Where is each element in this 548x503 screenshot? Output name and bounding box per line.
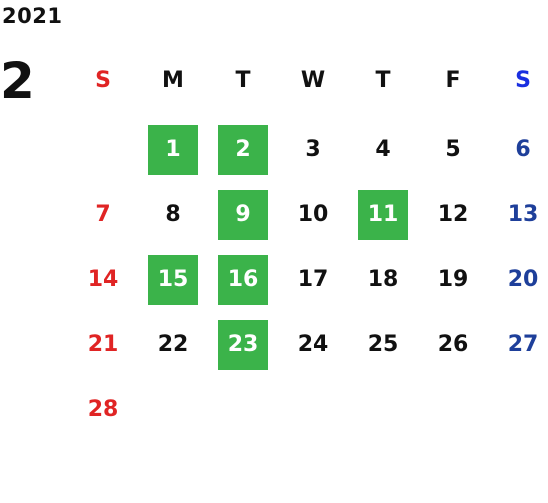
highlight-box [218,255,268,305]
day-cell[interactable]: 9 [208,190,278,240]
day-cell[interactable]: 16 [208,255,278,305]
day-number: 5 [445,137,461,162]
day-cell[interactable]: 22 [138,320,208,370]
day-number: 8 [165,202,181,227]
day-cell[interactable]: 20 [488,255,548,305]
day-number: 7 [95,202,111,227]
day-cell[interactable]: 21 [68,320,138,370]
day-cell[interactable]: 19 [418,255,488,305]
day-cell[interactable]: 11 [348,190,418,240]
weekday-header: M [162,68,184,93]
day-cell[interactable]: 25 [348,320,418,370]
day-cell[interactable]: 7 [68,190,138,240]
day-number: 3 [305,137,321,162]
day-number: 11 [367,202,399,227]
day-number: 21 [87,332,119,357]
day-cell[interactable]: 3 [278,125,348,175]
day-number: 16 [227,267,259,292]
day-number: 26 [437,332,469,357]
weekday-header: F [445,68,461,93]
day-number: 28 [87,397,119,422]
weekday-header: S [95,68,111,93]
day-number: 4 [375,137,391,162]
day-number: 15 [157,267,189,292]
day-number: 17 [297,267,329,292]
year-label: 2021 [2,4,63,28]
day-number: 23 [227,332,259,357]
day-cell[interactable]: 4 [348,125,418,175]
day-cell[interactable]: 26 [418,320,488,370]
weekday-header: S [515,68,531,93]
day-cell[interactable]: 23 [208,320,278,370]
day-number: 12 [437,202,469,227]
day-number: 9 [235,202,251,227]
day-cell[interactable]: 1 [138,125,208,175]
day-number: 19 [437,267,469,292]
day-number: 14 [87,267,119,292]
month-number: 2 [0,52,35,110]
highlight-box [218,125,268,175]
weekday-header: W [300,68,326,93]
highlight-box [218,320,268,370]
day-cell[interactable]: 28 [68,385,138,435]
day-cell[interactable]: 24 [278,320,348,370]
day-number: 24 [297,332,329,357]
day-number: 20 [507,267,539,292]
day-cell[interactable]: 8 [138,190,208,240]
highlight-box [148,125,198,175]
weekday-header: T [235,68,251,93]
day-number: 18 [367,267,399,292]
day-number: 27 [507,332,539,357]
day-cell[interactable]: 10 [278,190,348,240]
day-number: 22 [157,332,189,357]
day-cell[interactable]: 5 [418,125,488,175]
day-cell[interactable]: 15 [138,255,208,305]
day-number: 2 [235,137,251,162]
day-number: 13 [507,202,539,227]
day-cell[interactable]: 12 [418,190,488,240]
day-number: 25 [367,332,399,357]
day-cell[interactable]: 17 [278,255,348,305]
day-number: 6 [515,137,531,162]
highlight-box [148,255,198,305]
day-cell[interactable]: 18 [348,255,418,305]
highlight-box [218,190,268,240]
day-cell[interactable]: 6 [488,125,548,175]
day-number: 1 [165,137,181,162]
day-cell[interactable]: 2 [208,125,278,175]
day-cell[interactable]: 14 [68,255,138,305]
highlight-box [358,190,408,240]
weekday-header: T [375,68,391,93]
day-cell[interactable]: 13 [488,190,548,240]
day-number: 10 [297,202,329,227]
day-cell[interactable]: 27 [488,320,548,370]
